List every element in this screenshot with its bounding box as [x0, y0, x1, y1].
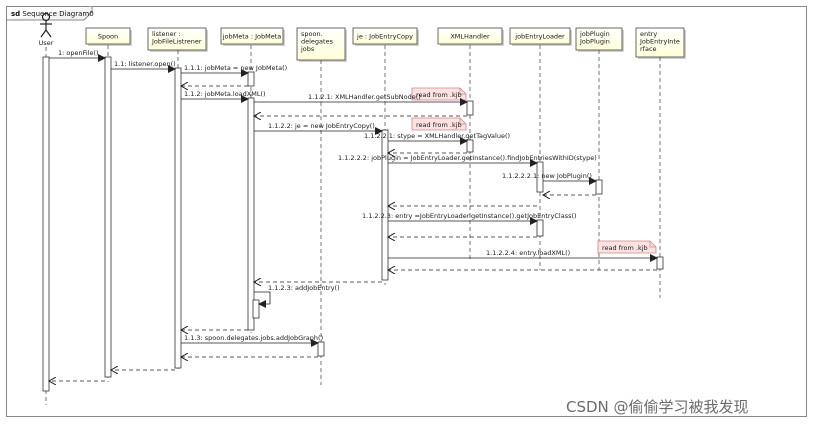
msg-1-1-2-2-2-label: 1.1.2.2.2: jobPlugin = JobEntryLoader.ge…: [338, 154, 597, 162]
note-3: read from .kjb: [597, 240, 657, 254]
lifeline-head-entry-line: entry: [640, 30, 657, 38]
msg-1-1-2-2-label: 1.1.2.2: je = new JobEntryCopy(): [268, 122, 375, 130]
lifeline-head-jobmeta: jobMeta : JobMeta: [220, 27, 285, 46]
lifeline-head-listener-line: JobFileListrener: [151, 38, 202, 46]
note-2-text: read from .kjb: [416, 121, 462, 129]
lifeline-head-jobmeta-line: jobMeta : JobMeta: [222, 33, 282, 41]
lifeline-head-spoon: Spoon: [85, 27, 132, 46]
msg-1-1-3-label: 1.1.3: spoon.delegates.jobs.addJobGraph(…: [184, 334, 323, 342]
watermark: CSDN @偷偷学习被我发现: [566, 398, 749, 416]
lifeline-head-plugin-line: jobPlugin: [579, 30, 610, 38]
lifeline-head-plugin-line: JobPlugin: [579, 38, 610, 46]
msg-1-1-2-2-1-label: 1.1.2.2.1: stype = XMLHandler.getTagValu…: [364, 132, 510, 140]
frame-border: [6, 6, 807, 417]
msg-1-1-2-3-label: 1.1.2.3: addJobEntry(): [268, 284, 340, 292]
lifeline-head-delegates-line: jobs: [300, 45, 315, 53]
msg-1-1-1-label: 1.1.1: jobMeta = new JobMeta(): [184, 64, 287, 72]
lifeline-head-loader: jobEntryLoader: [509, 27, 572, 46]
lifeline-head-xmlhandler-line: XMLHandler: [450, 33, 490, 41]
lifeline-head-jecopy: je : JobEntryCopy: [352, 27, 419, 46]
msg-1-1-2-label: 1.1.2: jobMeta.loadXML(): [184, 90, 266, 98]
activations: [42, 56, 664, 392]
frame-label: sd Sequence Diagram0: [11, 10, 94, 18]
actor-user: User: [39, 12, 54, 47]
lifeline-head-jecopy-line: je : JobEntryCopy: [356, 33, 413, 41]
msg-1-1-2-2-4-label: 1.1.2.2.4: entry.loadXML(): [486, 249, 570, 257]
note-1-text: read from .kjb: [416, 91, 462, 99]
lifeline-head-entry-line: rface: [640, 45, 657, 53]
lifeline-head-entry-line: JobEntryInte: [639, 38, 680, 46]
lifeline-head-spoon-line: Spoon: [98, 33, 118, 41]
lifeline-head-xmlhandler: XMLHandler: [437, 27, 504, 46]
msg-1-1-label: 1.1: listener.open(): [114, 60, 176, 68]
note-2: read from .kjb: [411, 117, 467, 131]
lifeline-head-delegates-line: delegates: [301, 38, 334, 46]
lifeline-head-listener: listener :JobFileListrener: [147, 27, 208, 52]
lifeline-head-listener-line: listener :: [152, 30, 181, 38]
msg-1-1-2-1-label: 1.1.2.1: XMLHandler.getSubNode(): [308, 93, 421, 101]
note-1: read from .kjb: [411, 87, 467, 101]
lifeline-head-delegates-line: spoon.: [301, 30, 323, 38]
msg-1-label: 1: openFile(): [58, 49, 99, 57]
msg-1-1-2-3-arrow: [254, 291, 271, 308]
actor-label: User: [39, 39, 54, 47]
msg-1-1-2-2-2-1-label: 1.1.2.2.2.1: new JobPlugin(): [502, 172, 592, 180]
lifeline-head-loader-line: jobEntryLoader: [514, 33, 565, 41]
msg-1-1-2-2-3-label: 1.1.2.2.3: entry =JobEntryLoader.getInst…: [362, 212, 577, 220]
note-3-text: read from .kjb: [602, 244, 648, 252]
